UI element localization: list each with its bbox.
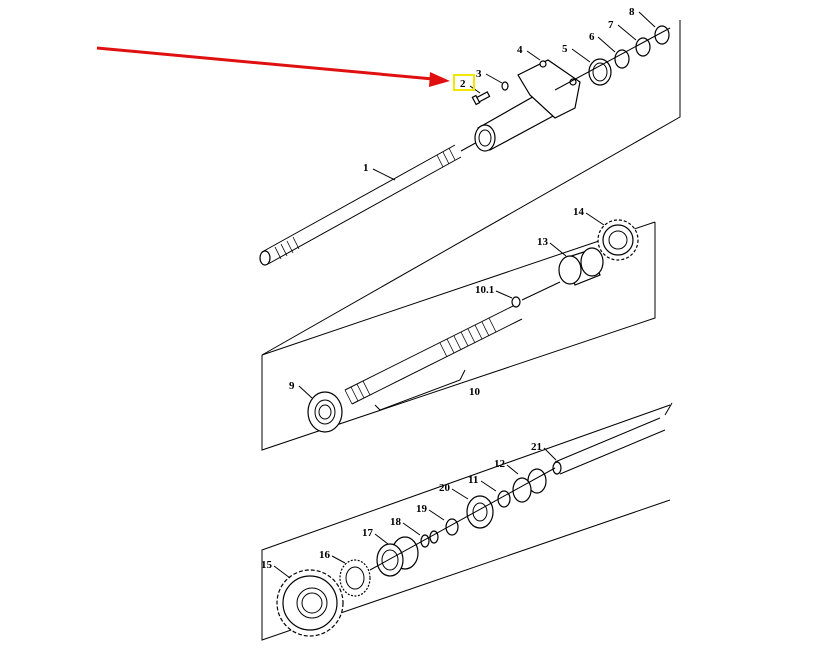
label-part-17: 17 [362, 527, 374, 539]
part-15-gear [276, 569, 344, 637]
part-10-1-pin [511, 296, 521, 308]
label-part-9: 9 [289, 380, 295, 392]
part-1-shaft [259, 134, 491, 266]
label-part-21: 21 [531, 441, 542, 453]
red-arrow-pointer [96, 46, 450, 87]
part-7-ring [635, 37, 651, 57]
part-16-needle-bearing [339, 559, 371, 597]
label-part-19: 19 [416, 503, 428, 515]
label-part-10: 10 [469, 386, 481, 398]
label-part-1: 1 [363, 162, 369, 174]
part-5-seal [588, 58, 612, 86]
label-part-8: 8 [629, 6, 635, 18]
part-4-housing [474, 59, 581, 152]
label-part-12: 12 [494, 458, 506, 470]
label-part-14: 14 [573, 206, 585, 218]
label-part-7: 7 [608, 19, 614, 31]
part-9-bearing [307, 391, 343, 433]
part-6-ring [614, 49, 630, 69]
label-part-10-1: 10.1 [475, 284, 494, 296]
leader-lines [273, 11, 656, 579]
label-part-16: 16 [319, 549, 331, 561]
part-17-sleeve [376, 536, 419, 577]
label-part-18: 18 [390, 516, 402, 528]
label-part-13: 13 [537, 236, 549, 248]
highlight-box-part-2 [453, 74, 475, 91]
label-part-4: 4 [517, 44, 523, 56]
part-13-sleeve [558, 247, 604, 286]
part-2-bolt [471, 91, 491, 106]
label-part-5: 5 [562, 43, 568, 55]
label-part-3: 3 [476, 68, 482, 80]
part-3-washer [501, 81, 509, 91]
label-part-15: 15 [261, 559, 273, 571]
label-part-11: 11 [468, 474, 478, 486]
part-14-gear [597, 219, 639, 261]
part-21-shaft [552, 402, 673, 475]
part-18-ring-2 [420, 534, 430, 548]
panel-frames [261, 20, 681, 641]
part-20-bearing [466, 495, 494, 529]
label-part-2[interactable]: 2 [460, 78, 466, 90]
label-part-6: 6 [589, 31, 595, 43]
label-part-20: 20 [439, 482, 451, 494]
part-10-shaft [344, 304, 523, 411]
